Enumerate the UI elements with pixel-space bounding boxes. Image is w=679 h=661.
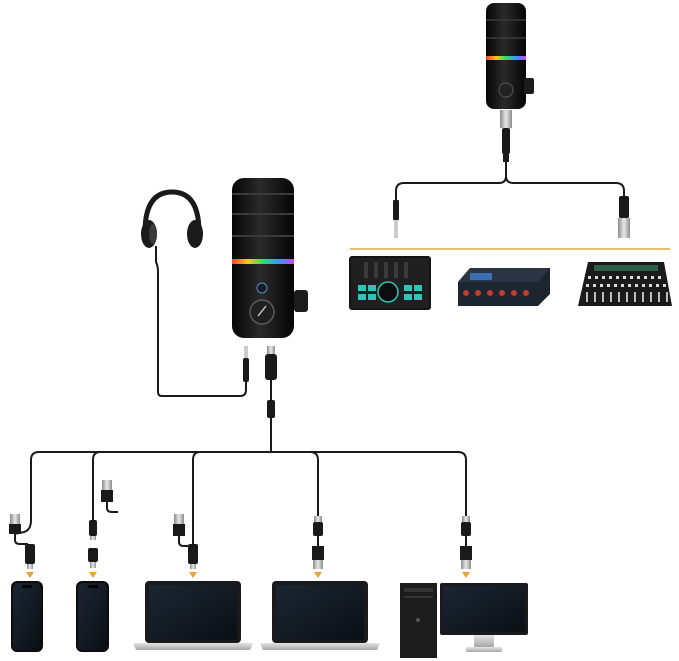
usb-c-plug-4 <box>313 516 323 536</box>
lightning-connector-2 <box>88 548 98 568</box>
smartphone-icon-2 <box>76 581 109 652</box>
mixing-console-icon <box>578 262 672 306</box>
arrow-4 <box>314 572 322 578</box>
usb-a-plug-1 <box>9 514 21 534</box>
adapter-sleeve-2 <box>89 520 97 536</box>
smartphone-icon-1 <box>11 581 43 652</box>
usb-c-connector-3 <box>188 544 198 569</box>
arrow-3 <box>189 572 197 578</box>
adapter-cable-2 <box>106 502 118 513</box>
xlr-connector-icon <box>500 110 512 162</box>
headphones-icon <box>141 189 203 248</box>
field-recorder-icon <box>458 268 550 306</box>
laptop-icon-2 <box>260 581 380 650</box>
headphones-cable <box>155 246 247 397</box>
desktop-computer-icon <box>400 583 528 658</box>
usb-c-connector-1 <box>25 544 35 569</box>
adapter-cable-1 <box>14 534 28 545</box>
xlr-male-connector <box>618 196 630 238</box>
xlr-split-cable <box>395 162 625 200</box>
laptop-icon-1 <box>133 581 253 650</box>
usb-a-connector-5 <box>460 546 472 569</box>
adapter-cable-3 <box>178 536 188 547</box>
usb-a-plug-2 <box>101 480 113 502</box>
arrow-5 <box>462 572 470 578</box>
usb-dynamic-microphone-icon <box>232 178 308 338</box>
audio-interface-icon <box>349 256 431 310</box>
adapter-tip-2 <box>90 536 96 540</box>
usb-c-plug-5 <box>461 516 471 536</box>
arrow-2 <box>89 572 97 578</box>
usb-a-plug-3 <box>173 514 185 536</box>
usb-c-plug-icon <box>265 346 277 380</box>
arrow-1 <box>26 572 34 578</box>
device-distribution-cables <box>13 451 467 544</box>
jack-6-35mm-connector <box>393 200 399 238</box>
top-microphone-icon <box>486 3 534 109</box>
usb-a-connector-4 <box>312 546 324 569</box>
jack-3-5mm-icon <box>243 346 249 382</box>
cable-ferrite <box>267 400 275 418</box>
